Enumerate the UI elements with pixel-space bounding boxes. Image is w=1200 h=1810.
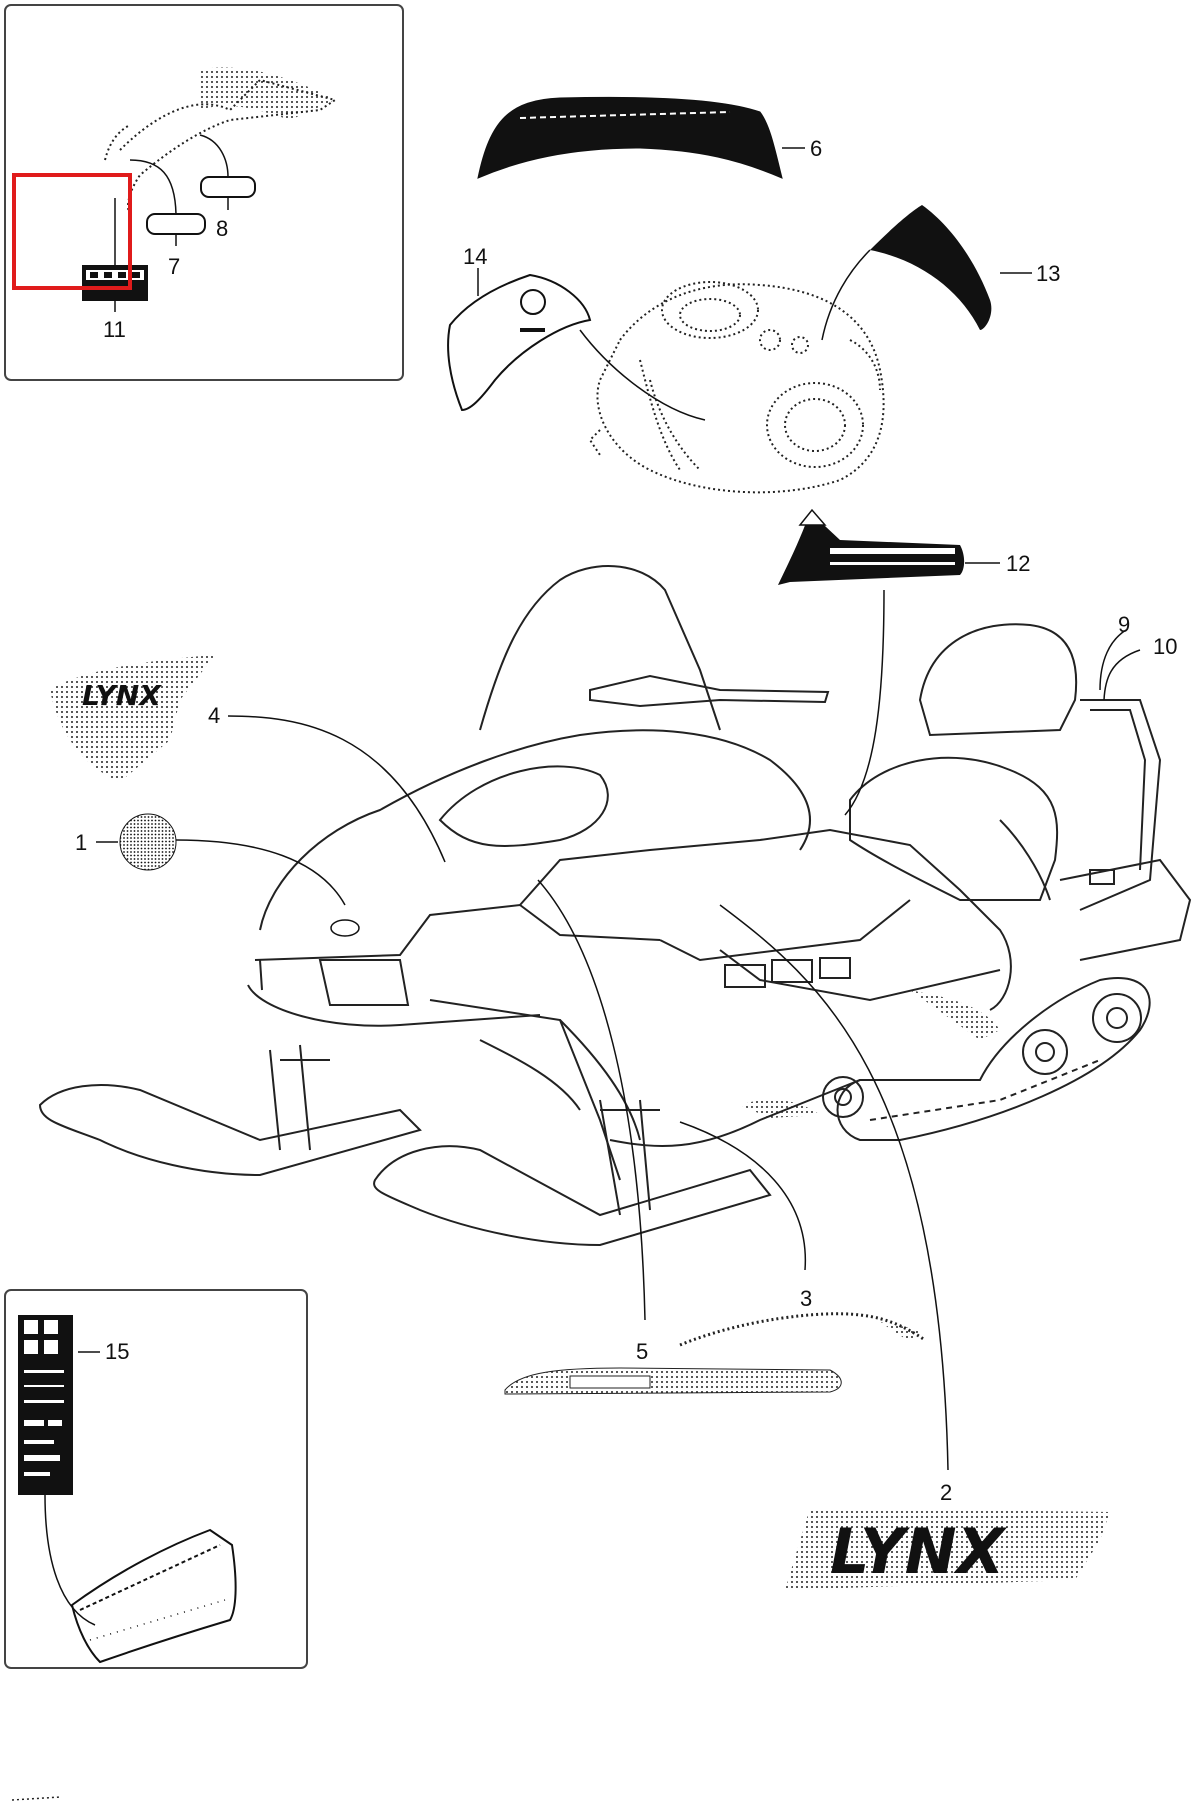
callout-1: 1 — [75, 830, 87, 855]
decal-7 — [146, 213, 206, 235]
inset-panel-top — [4, 4, 404, 381]
engine-illustration — [588, 281, 885, 494]
callout-10: 10 — [1153, 634, 1177, 659]
decal-13 — [870, 205, 992, 330]
callout-4: 4 — [208, 703, 220, 728]
decal-12 — [778, 508, 1000, 585]
callout-9: 9 — [1118, 612, 1130, 637]
decal-6 — [477, 96, 783, 179]
callout-11: 11 — [103, 317, 126, 342]
decal-lynx-large: LYNX — [785, 1508, 1110, 1590]
callout-13: 13 — [1036, 261, 1060, 286]
snowmobile-illustration — [38, 565, 1192, 1247]
decal-lynx-small-text: LYNX — [82, 679, 162, 712]
callout-labels: 1 2 3 4 5 6 7 8 9 10 11 12 13 14 15 — [75, 136, 1177, 1505]
callout-7: 7 — [168, 254, 180, 279]
decal-lynx-large-text: LYNX — [830, 1515, 1008, 1588]
decal-14 — [447, 273, 592, 412]
callout-6: 6 — [810, 136, 822, 161]
callout-5: 5 — [636, 1339, 648, 1364]
callout-15: 15 — [105, 1339, 129, 1364]
decal-5 — [504, 1367, 842, 1395]
callout-3: 3 — [800, 1286, 812, 1311]
decal-8 — [200, 176, 256, 198]
decal-1 — [119, 813, 177, 871]
callout-2: 2 — [940, 1480, 952, 1505]
callout-14: 14 — [463, 244, 487, 269]
inset-panel-bottom — [4, 1289, 308, 1669]
callout-12: 12 — [1006, 551, 1030, 576]
decal-15 — [18, 1315, 73, 1495]
decal-lynx-small: LYNX — [50, 655, 215, 782]
callout-8: 8 — [216, 216, 228, 241]
decal-3 — [679, 1312, 926, 1347]
highlight-box — [12, 173, 132, 290]
